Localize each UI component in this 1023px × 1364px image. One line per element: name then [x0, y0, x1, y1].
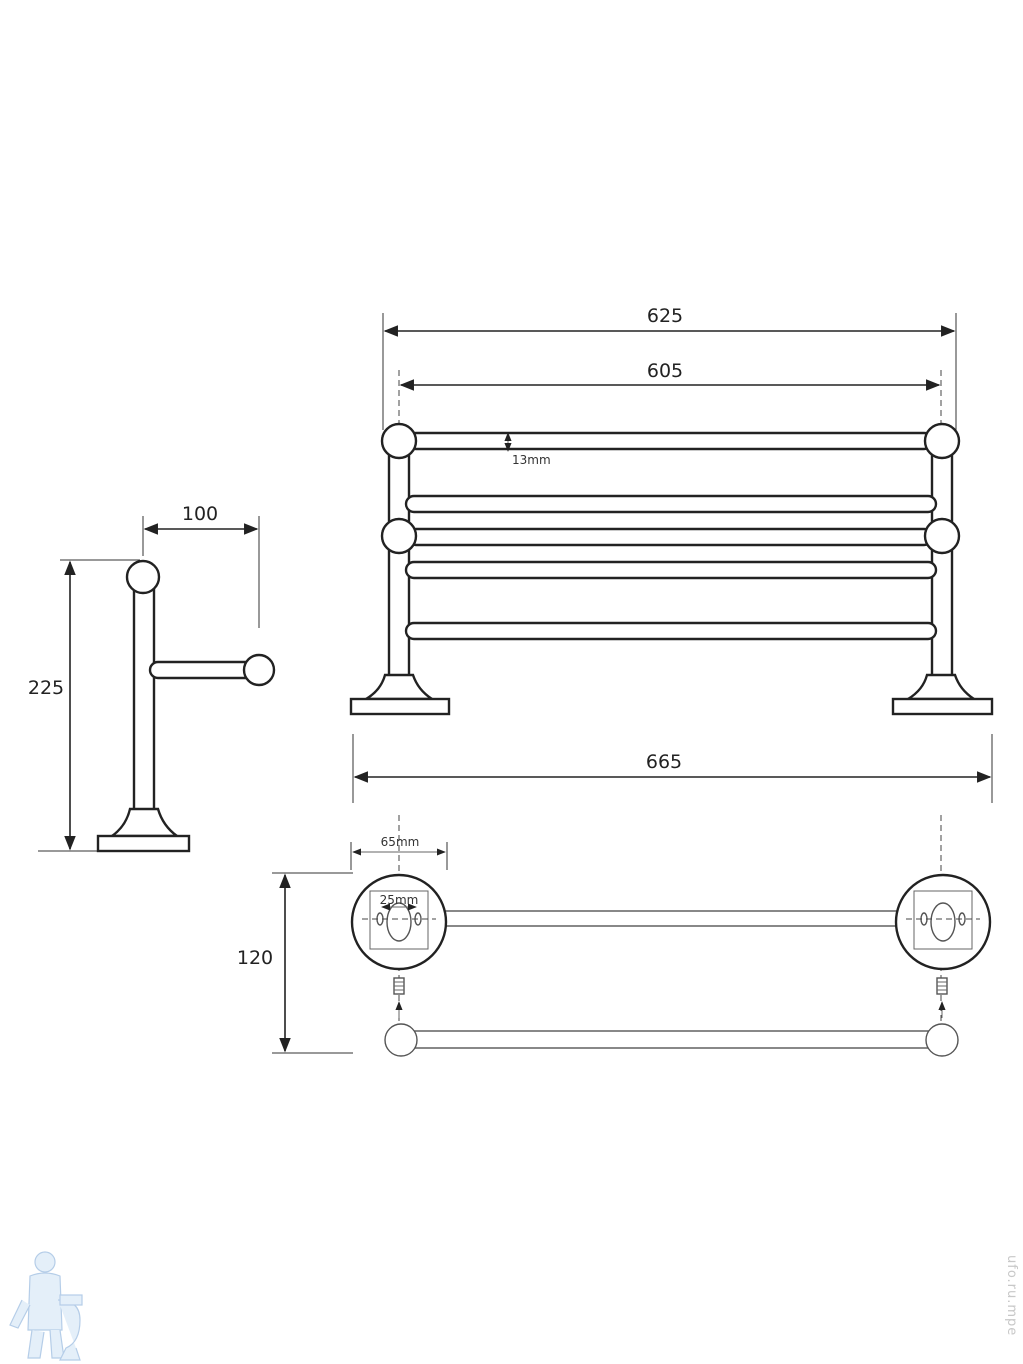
- right-post: [930, 438, 954, 682]
- left-base: [361, 673, 437, 701]
- side-view: 100 225: [28, 503, 276, 853]
- knob-mid-right: [923, 517, 961, 555]
- rail-4: [404, 560, 938, 580]
- label-665: 665: [646, 751, 682, 773]
- right-base: [903, 673, 979, 701]
- left-post: [387, 438, 411, 682]
- rail-2: [404, 494, 938, 514]
- rail-3: [406, 527, 934, 547]
- label-65mm: 65mm: [381, 835, 420, 849]
- side-arm: [148, 660, 256, 680]
- rail-5: [404, 621, 938, 641]
- label-13mm: 13mm: [512, 453, 551, 467]
- label-100: 100: [182, 503, 218, 525]
- label-605: 605: [647, 360, 683, 382]
- label-120: 120: [237, 947, 273, 969]
- side-base: [108, 807, 181, 838]
- plan-view: 65mm 120 25mm: [237, 815, 992, 1057]
- knob-top-left: [380, 422, 418, 460]
- side-arm-knob: [242, 653, 276, 687]
- label-225: 225: [28, 677, 64, 699]
- watermark-vertical-text: ufo.ru.mpe: [1004, 1255, 1019, 1336]
- side-knob: [125, 559, 161, 595]
- plan-top-bar: [444, 910, 900, 927]
- side-post: [132, 583, 156, 812]
- plan-bottom-bar: [404, 1030, 941, 1049]
- top-rail: [406, 431, 934, 451]
- front-view: 625 605 13mm 665: [349, 305, 994, 803]
- label-25mm: 25mm: [380, 893, 419, 907]
- knob-top-right: [923, 422, 961, 460]
- label-625: 625: [647, 305, 683, 327]
- knob-mid-left: [380, 517, 418, 555]
- plumber-mascot-logo: [9, 1251, 83, 1361]
